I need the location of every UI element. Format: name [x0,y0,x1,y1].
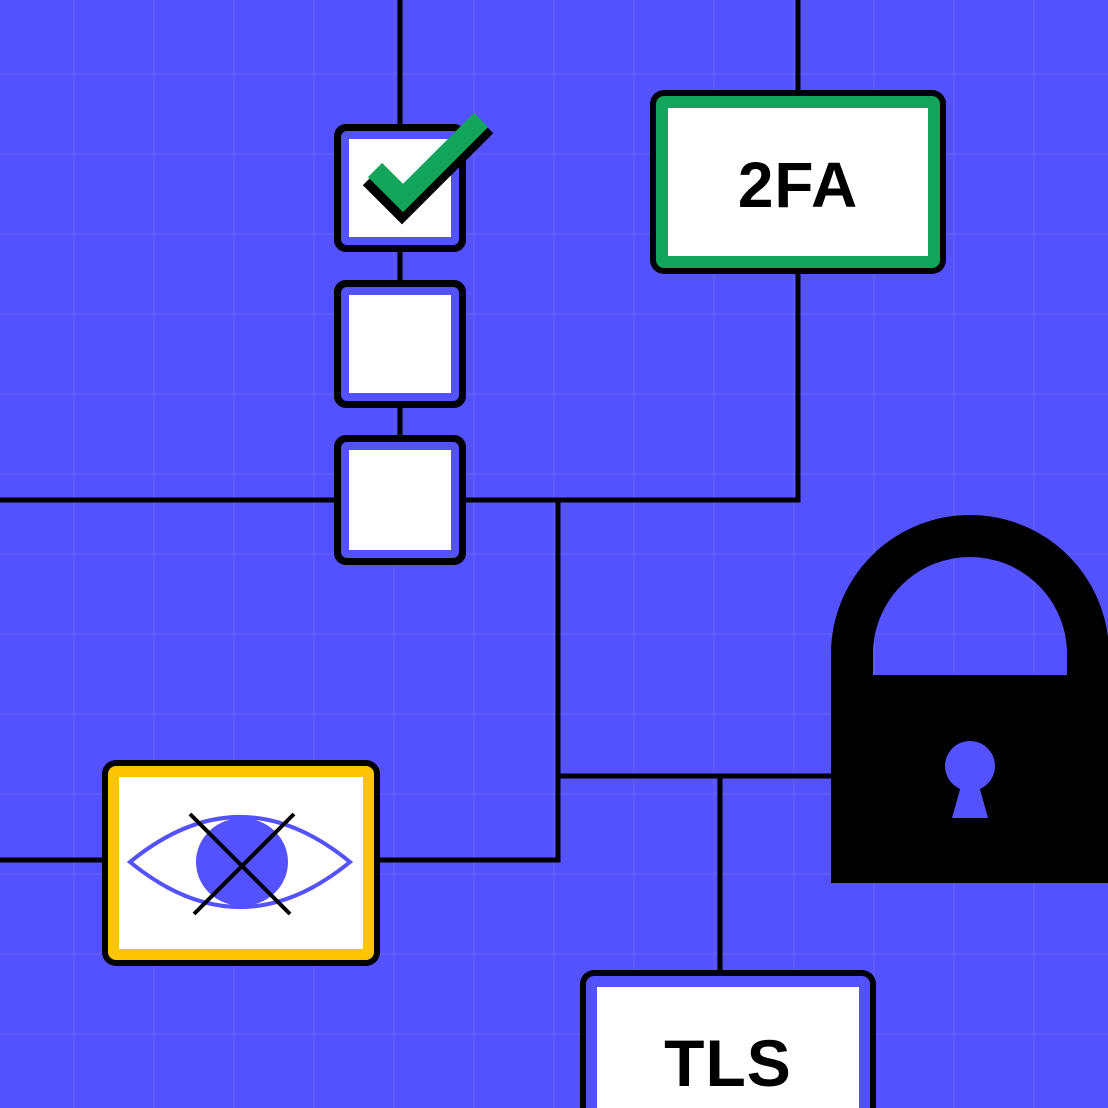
connector-line [375,497,561,863]
checkbox-unchecked[interactable] [334,435,466,565]
tls-label: TLS [664,1026,792,1100]
checklist [334,112,494,565]
connector-line [463,269,801,503]
connector-lines [0,0,837,975]
privacy-badge [102,760,380,966]
eye-crossed-icon [126,812,354,916]
checkbox-unchecked[interactable] [334,280,466,408]
checkmark-icon [362,112,494,225]
padlock-icon [831,515,1108,883]
two-factor-label: 2FA [738,149,858,221]
two-factor-badge: 2FA [650,90,946,274]
keyhole-icon [945,741,995,818]
tls-badge: TLS [580,970,876,1108]
